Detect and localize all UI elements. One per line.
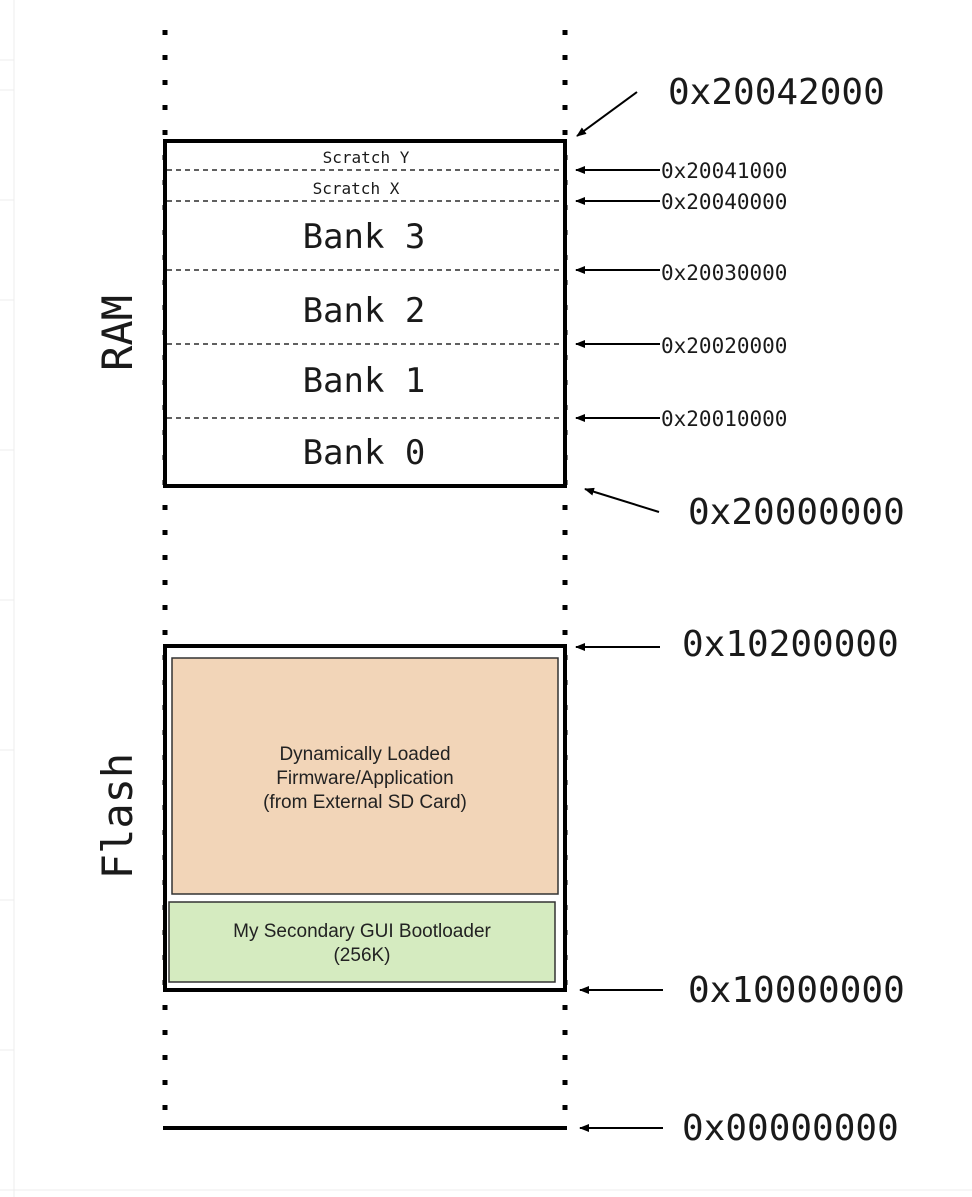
addr-ram-top: 0x20042000 (668, 72, 885, 113)
addr-bank1: 0x20010000 (661, 407, 787, 431)
address-labels: 0x20042000 0x20041000 0x20040000 0x20030… (661, 72, 905, 1149)
arrow-ram-base (584, 487, 660, 513)
flash-section-label: Flash (93, 753, 142, 879)
region-bank1: Bank 1 (303, 361, 426, 401)
region-bank2: Bank 2 (303, 291, 426, 331)
address-arrows (575, 91, 663, 1132)
app-label-line3: (from External SD Card) (263, 792, 467, 813)
region-bank0: Bank 0 (303, 433, 426, 473)
ram-outline (163, 139, 567, 488)
addr-null: 0x00000000 (682, 1108, 899, 1149)
addr-flash-top: 0x10200000 (682, 624, 899, 665)
boot-label-line1: My Secondary GUI Bootloader (233, 921, 491, 942)
addr-scratch-y: 0x20041000 (661, 159, 787, 183)
ram-block: Scratch Y Scratch X Bank 3 Bank 2 Bank 1… (163, 139, 567, 488)
addr-flash-base: 0x10000000 (688, 970, 905, 1011)
app-label-line1: Dynamically Loaded (279, 744, 450, 765)
region-scratch-x: Scratch X (313, 179, 400, 198)
addr-bank2: 0x20020000 (661, 334, 787, 358)
region-scratch-y: Scratch Y (323, 148, 410, 167)
addr-scratch-x: 0x20040000 (661, 190, 787, 214)
app-region (171, 657, 559, 895)
arrow-ram-top (576, 91, 638, 137)
addr-ram-base: 0x20000000 (688, 492, 905, 533)
ram-section-label: RAM (93, 295, 142, 371)
region-bank3: Bank 3 (303, 217, 426, 257)
addr-bank3: 0x20030000 (661, 261, 787, 285)
app-label-line2: Firmware/Application (276, 768, 453, 789)
bootloader-region (168, 901, 556, 983)
flash-block: Dynamically Loaded Firmware/Application … (163, 644, 567, 992)
boot-label-line2: (256K) (333, 945, 390, 966)
